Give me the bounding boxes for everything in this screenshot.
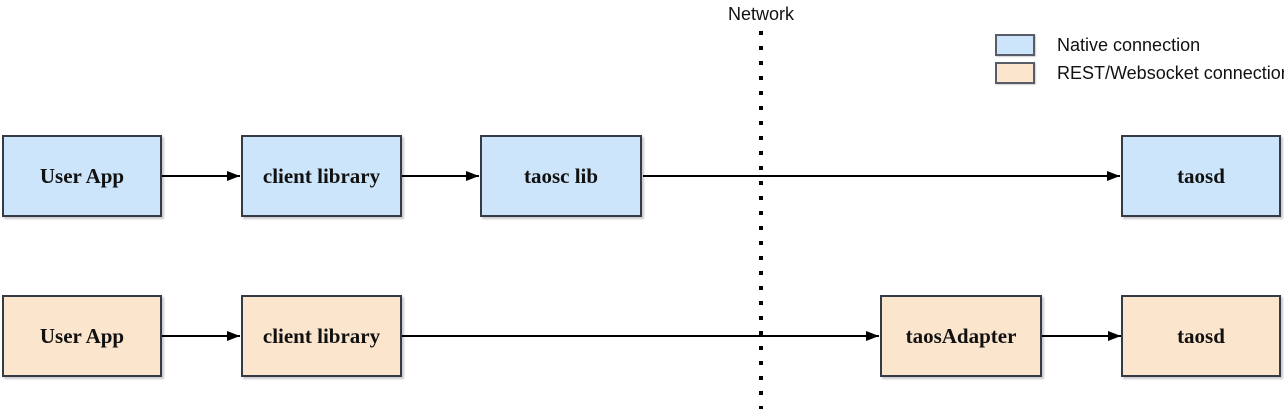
legend-label-native: Native connection (1057, 34, 1201, 55)
arrow-taosadapter-to-taosd (1042, 331, 1121, 341)
node-client-library-native: client library (241, 135, 402, 217)
node-taosadapter: taosAdapter (880, 295, 1042, 377)
arrow-clientlibrary-to-taosclib (402, 171, 479, 181)
node-user-app-native: User App (2, 135, 162, 217)
node-label: User App (39, 323, 125, 348)
node-label: taosc lib (523, 163, 599, 188)
node-taosd-rest: taosd (1121, 295, 1281, 377)
legend-item-native: Native connection (995, 34, 1200, 56)
node-taosc-lib: taosc lib (480, 135, 642, 217)
arrow-clientlibrary-to-taosadapter (402, 331, 879, 341)
arrow-taosclib-to-taosd (643, 171, 1120, 181)
node-label: taosAdapter (905, 323, 1017, 348)
node-label: taosd (1177, 323, 1225, 348)
node-label: client library (262, 323, 381, 348)
network-divider-line (759, 31, 763, 409)
node-label: User App (39, 163, 125, 188)
network-divider-label: Network (727, 4, 794, 24)
arrow-userapp-to-clientlibrary-native (162, 171, 240, 181)
node-label: client library (262, 163, 381, 188)
legend-item-rest: REST/Websocket connection (995, 62, 1284, 84)
node-label: taosd (1177, 163, 1225, 188)
node-user-app-rest: User App (2, 295, 162, 377)
legend-label-rest: REST/Websocket connection (1057, 62, 1284, 83)
rest-connection-swatch (995, 62, 1035, 84)
node-client-library-rest: client library (241, 295, 402, 377)
native-connection-swatch (995, 34, 1035, 56)
arrow-userapp-to-clientlibrary-rest (162, 331, 240, 341)
node-taosd-native: taosd (1121, 135, 1281, 217)
